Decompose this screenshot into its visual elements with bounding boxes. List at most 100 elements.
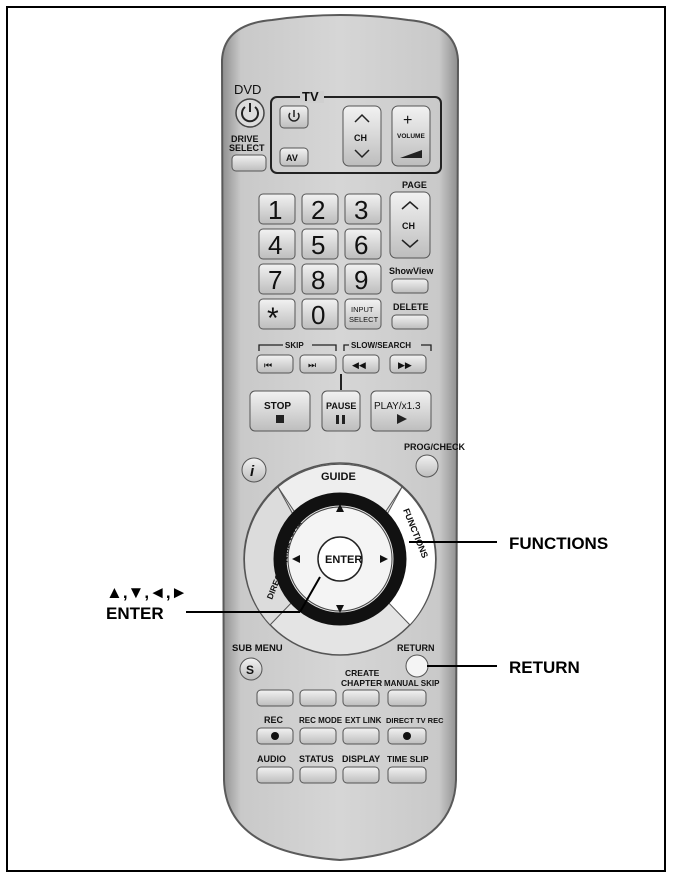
pause-icon <box>336 415 339 424</box>
chevron-up-icon <box>401 201 419 210</box>
page-channel-rocker[interactable] <box>389 191 431 259</box>
return-button[interactable] <box>405 654 429 678</box>
return-button-label: RETURN <box>397 643 435 653</box>
digit-0-button[interactable]: 0 <box>301 298 339 330</box>
arrow-left-icon <box>292 555 300 563</box>
tv-power-button[interactable] <box>279 105 309 129</box>
tv-channel-rocker[interactable] <box>342 105 382 167</box>
svg-text:STOP: STOP <box>264 401 291 412</box>
enter-button-label: ENTER <box>325 554 362 566</box>
digit-5-button[interactable]: 5 <box>301 228 339 260</box>
showview-button[interactable] <box>391 278 429 294</box>
pause-connector <box>340 374 342 390</box>
status-label: STATUS <box>299 754 334 764</box>
slow-search-label: SLOW/SEARCH <box>351 341 411 350</box>
prog-check-button[interactable] <box>415 454 439 478</box>
manual-skip-label: MANUAL SKIP <box>384 679 440 688</box>
input-select-button[interactable]: INPUT SELECT <box>344 298 382 330</box>
enter-callout: ENTER <box>106 604 164 623</box>
create-chapter-label-2: CHAPTER <box>341 678 382 688</box>
svg-text:0: 0 <box>311 300 325 330</box>
enter-leader-line-2 <box>299 576 321 613</box>
rewind-button[interactable]: ◀◀ <box>342 354 380 374</box>
av-label: AV <box>286 153 298 163</box>
cursor-ring[interactable] <box>273 492 407 626</box>
create-chapter-label-1: CREATE <box>345 668 380 678</box>
fast-forward-icon: ▶▶ <box>398 360 412 370</box>
digit-9-button[interactable]: 9 <box>344 263 382 295</box>
svg-text:PLAY/x1.3: PLAY/x1.3 <box>374 401 421 412</box>
tv-label: TV <box>302 89 319 104</box>
colour-key-1[interactable] <box>256 689 294 707</box>
drive-select-button[interactable] <box>231 154 267 172</box>
sub-menu-label: SUB MENU <box>232 643 283 654</box>
dvd-power-button[interactable] <box>235 98 265 128</box>
figure-frame <box>6 6 666 872</box>
direct-tv-rec-button[interactable] <box>387 727 427 745</box>
tv-label-bg <box>300 91 324 103</box>
record-icon <box>271 732 279 740</box>
skip-forward-icon: ⏭ <box>308 360 316 370</box>
ext-link-button[interactable] <box>342 727 380 745</box>
skip-forward-button[interactable]: ⏭ <box>299 354 337 374</box>
star-button[interactable]: * <box>258 298 296 335</box>
colour-key-2[interactable] <box>299 689 337 707</box>
digit-1-button[interactable]: 1 <box>258 193 296 225</box>
svg-text:7: 7 <box>268 265 282 295</box>
info-icon: i <box>250 463 255 480</box>
rec-button[interactable] <box>256 727 294 745</box>
stop-button[interactable]: STOP <box>249 390 311 432</box>
chevron-up-icon <box>354 113 370 123</box>
digit-4-button[interactable]: 4 <box>258 228 296 260</box>
arrows-callout: ▲,▼,◄,► <box>106 583 187 602</box>
showview-label: ShowView <box>389 266 434 276</box>
rec-mode-button[interactable] <box>299 727 337 745</box>
arrow-up-icon <box>336 504 344 512</box>
digit-2-button[interactable]: 2 <box>301 193 339 225</box>
display-label: DISPLAY <box>342 754 380 764</box>
sub-menu-button[interactable]: S <box>239 657 263 681</box>
enter-button[interactable] <box>317 536 363 582</box>
time-slip-button[interactable] <box>387 766 427 784</box>
drive-select-label-1: DRIVE <box>231 134 259 144</box>
audio-button[interactable] <box>256 766 294 784</box>
fast-forward-button[interactable]: ▶▶ <box>389 354 427 374</box>
digit-7-button[interactable]: 7 <box>258 263 296 295</box>
status-button[interactable] <box>299 766 337 784</box>
digit-8-button[interactable]: 8 <box>301 263 339 295</box>
play-icon <box>397 414 407 424</box>
direct-tv-rec-label: DIRECT TV REC <box>386 716 444 725</box>
prog-check-label: PROG/CHECK <box>404 442 466 452</box>
rewind-icon: ◀◀ <box>352 360 366 370</box>
manual-skip-button[interactable] <box>387 689 427 707</box>
create-chapter-button[interactable] <box>342 689 380 707</box>
svg-text:9: 9 <box>354 265 368 295</box>
play-button[interactable]: PLAY/x1.3 <box>370 390 432 432</box>
delete-button[interactable] <box>391 314 429 330</box>
svg-text:PAUSE: PAUSE <box>326 401 356 411</box>
av-button[interactable] <box>279 147 309 167</box>
record-icon <box>403 732 411 740</box>
slow-search-label-bg <box>349 340 421 350</box>
plus-icon: + <box>403 112 412 129</box>
tv-control-box <box>270 96 442 174</box>
volume-label: VOLUME <box>397 133 425 140</box>
volume-ramp-icon <box>400 150 422 158</box>
drive-select-label-2: SELECT <box>229 143 265 153</box>
skip-back-button[interactable]: ⏮ <box>256 354 294 374</box>
svg-text:5: 5 <box>311 230 325 260</box>
pause-button[interactable]: PAUSE <box>321 390 361 432</box>
display-button[interactable] <box>342 766 380 784</box>
arrow-right-icon <box>380 555 388 563</box>
digit-6-button[interactable]: 6 <box>344 228 382 260</box>
page-label: PAGE <box>402 180 427 190</box>
functions-callout: FUNCTIONS <box>509 534 608 553</box>
skip-label: SKIP <box>285 341 304 350</box>
time-slip-label: TIME SLIP <box>387 754 429 764</box>
info-button[interactable]: i <box>241 457 267 483</box>
svg-text:8: 8 <box>311 265 325 295</box>
digit-3-button[interactable]: 3 <box>344 193 382 225</box>
skip-back-icon: ⏮ <box>264 360 272 370</box>
power-icon <box>241 103 259 123</box>
